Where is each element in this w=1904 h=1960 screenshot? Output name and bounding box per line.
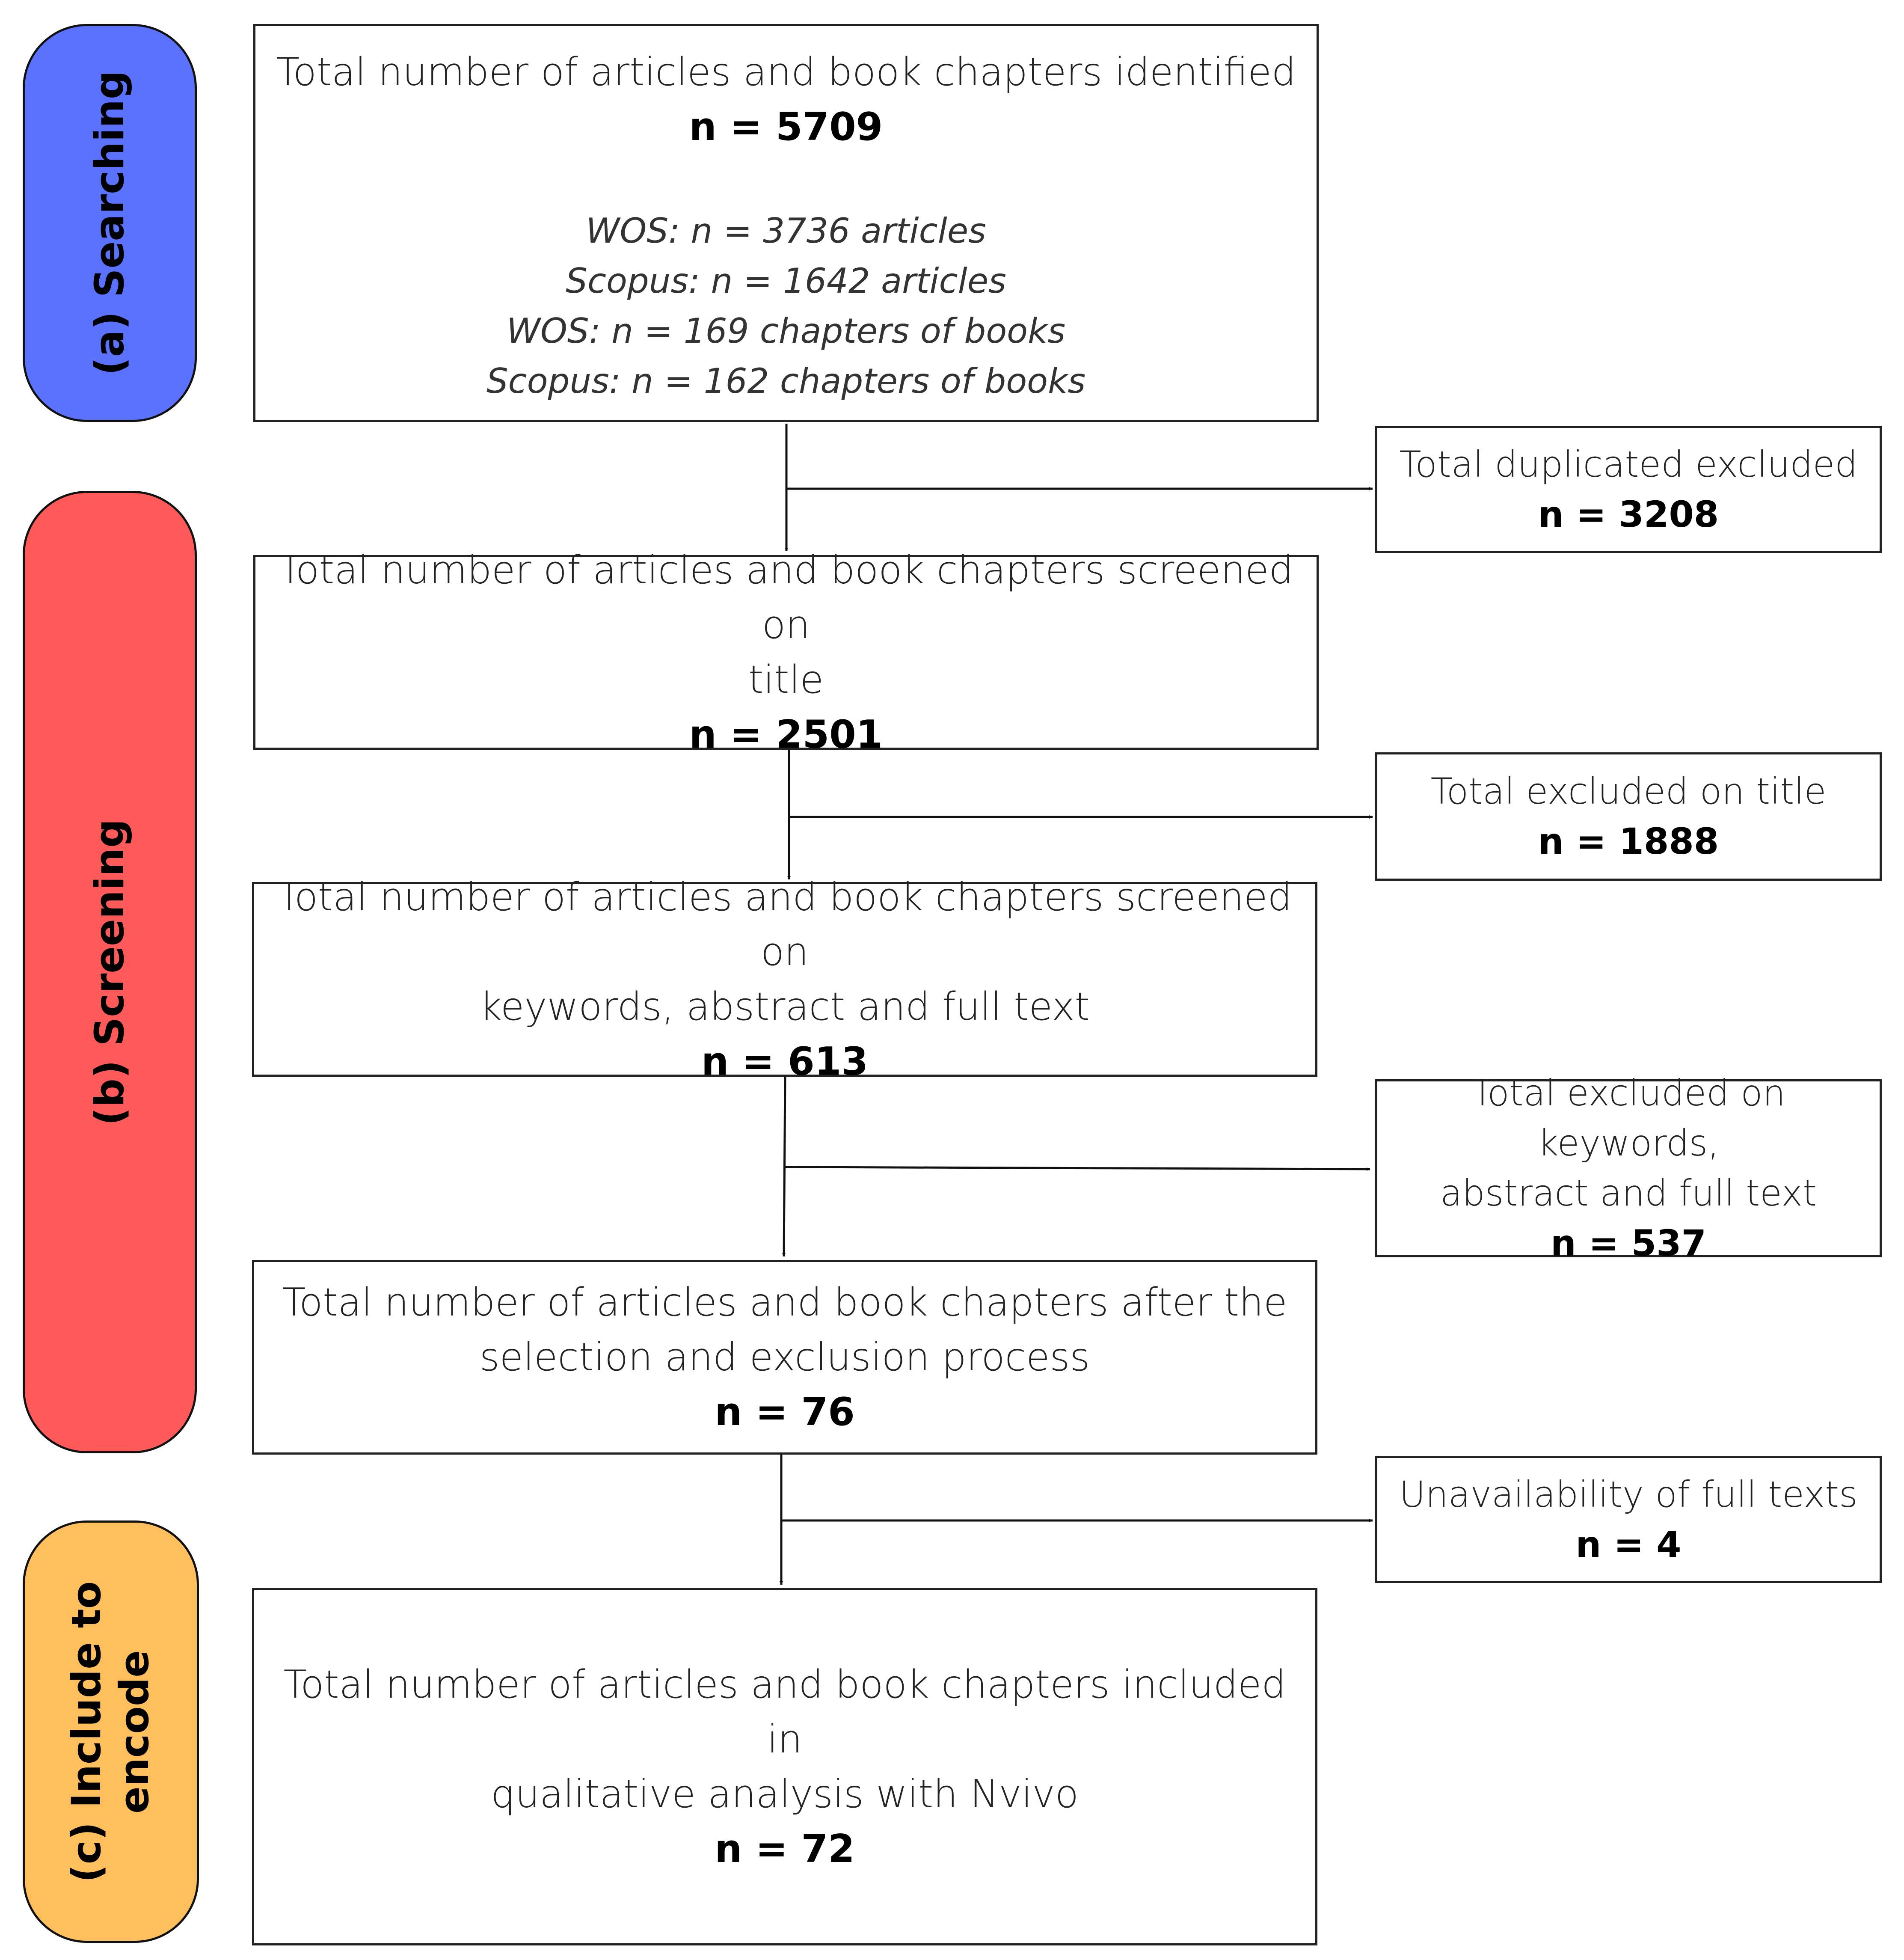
excluded-full-text-line1: Total excluded on keywords, — [1471, 1072, 1785, 1164]
stage-include-label-line2: encode — [111, 1650, 158, 1814]
source-wos-articles: WOS: n = 3736 articles — [586, 211, 986, 251]
screened-title-text-line2: title — [748, 657, 824, 702]
included-text-line2: qualitative analysis with Nvivo — [491, 1771, 1079, 1817]
source-wos-chapters: WOS: n = 169 chapters of books — [506, 311, 1066, 351]
stage-include-label-line1: (c) Include to — [63, 1581, 110, 1883]
arrow-to-excluded-full — [785, 1166, 1370, 1171]
excluded-title-text: Total excluded on title — [1430, 770, 1827, 812]
identified-text: Total number of articles and book chapte… — [276, 50, 1296, 95]
screened-title-count: n = 2501 — [689, 712, 883, 757]
identified-count: n = 5709 — [689, 104, 883, 149]
stage-include: (c) Include to encode — [23, 1520, 199, 1943]
included-count: n = 72 — [715, 1826, 855, 1871]
stage-screening-label: (b) Screening — [86, 819, 133, 1126]
excluded-full-count: n = 537 — [1550, 1222, 1706, 1264]
after-selection-text-line2: selection and exclusion process — [479, 1334, 1090, 1380]
included-box: Total number of articles and book chapte… — [252, 1588, 1317, 1945]
stage-screening: (b) Screening — [23, 491, 197, 1453]
unavailable-box: Unavailability of full texts n = 4 — [1375, 1456, 1882, 1583]
included-text-line1: Total number of articles and book chapte… — [283, 1662, 1286, 1762]
screened-full-text-line1: Total number of articles and book chapte… — [277, 874, 1292, 974]
screened-title-box: Total number of articles and book chapte… — [253, 548, 1319, 757]
screened-full-box: Total number of articles and book chapte… — [252, 875, 1317, 1084]
source-scopus-chapters: Scopus: n = 162 chapters of books — [486, 361, 1086, 401]
after-selection-count: n = 76 — [715, 1389, 855, 1434]
identified-box: Total number of articles and book chapte… — [253, 24, 1319, 422]
excluded-full-text-line2: abstract and full text — [1440, 1172, 1817, 1214]
excluded-title-count: n = 1888 — [1538, 820, 1719, 862]
source-scopus-articles: Scopus: n = 1642 articles — [566, 261, 1006, 301]
unavailable-text: Unavailability of full texts — [1399, 1473, 1858, 1515]
screened-full-text-line2: keywords, abstract and full text — [480, 984, 1090, 1029]
excluded-title-box: Total excluded on title n = 1888 — [1375, 752, 1882, 881]
screened-full-count: n = 613 — [701, 1039, 868, 1084]
after-selection-text-line1: Total number of articles and book chapte… — [282, 1280, 1287, 1325]
unavailable-count: n = 4 — [1575, 1523, 1682, 1565]
stage-searching-label: (a) Searching — [86, 70, 133, 376]
screened-title-text-line1: Total number of articles and book chapte… — [279, 547, 1293, 647]
duplicates-box: Total duplicated excluded n = 3208 — [1375, 426, 1882, 553]
after-selection-box: Total number of articles and book chapte… — [252, 1260, 1317, 1455]
duplicates-count: n = 3208 — [1538, 493, 1719, 535]
excluded-full-box: Total excluded on keywords, abstract and… — [1375, 1072, 1882, 1264]
stage-include-label: (c) Include to encode — [63, 1581, 159, 1882]
arrow-full-to-selection — [782, 1076, 786, 1257]
duplicates-text: Total duplicated excluded — [1399, 443, 1858, 485]
stage-searching: (a) Searching — [23, 24, 197, 422]
